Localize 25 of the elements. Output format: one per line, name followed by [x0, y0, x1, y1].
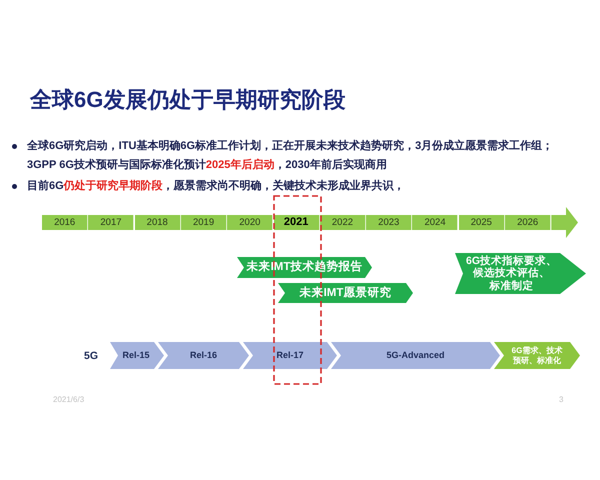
chevron-box: 未来IMT技术趋势报告: [237, 257, 372, 278]
year-segment: 2024: [412, 215, 458, 230]
chevron-box: 6G需求、技术预研、标准化: [494, 342, 580, 369]
page-number: 3: [559, 395, 564, 405]
chevron-box: Rel-17: [243, 342, 337, 369]
year-segment: 2018: [134, 215, 180, 230]
chevron-box: 6G技术指标要求、候选技术评估、标准制定: [455, 253, 586, 294]
chevron-box: 5G-Advanced: [331, 342, 500, 369]
year-segment: 2019: [180, 215, 226, 230]
bullet-text: 全球6G研究启动，ITU基本明确6G标准工作计划，正在开展未来技术趋势研究，3月份成立愿景需求工作组；3GPP 6G技术预研与国际标准化预计2025年后启动，2030年前后实现商用: [27, 138, 554, 172]
year-segment: 2023: [366, 215, 412, 230]
bullet-text: 目前6G仍处于研究早期阶段，愿景需求尚不明确，关键技术未形成业界共识，: [27, 178, 406, 194]
year-segment: 2022: [320, 215, 366, 230]
date-text: 2021/6/3: [53, 395, 84, 405]
year-segment: 2026: [505, 207, 578, 238]
year-segment: 2021: [274, 215, 319, 230]
chevron-box: Rel-16: [158, 342, 249, 369]
slide-title: 全球6G发展仍处于早期研究阶段: [30, 86, 346, 114]
year-segment: 2017: [88, 215, 134, 230]
year-segment: 2016: [42, 215, 88, 230]
chevron-box: 未来IMT愿景研究: [278, 283, 413, 303]
chevron-box: Rel-15: [110, 342, 164, 369]
row-label: 5G: [84, 349, 98, 363]
year-segment: 2020: [227, 215, 272, 230]
year-segment: 2025: [458, 215, 504, 230]
